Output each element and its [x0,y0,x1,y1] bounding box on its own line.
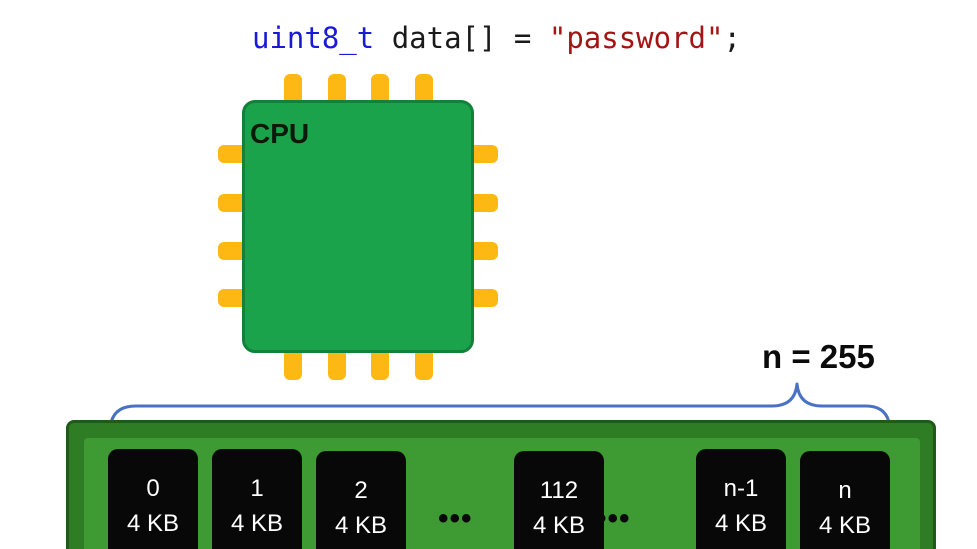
cpu-pin [415,74,433,108]
cpu-pin [371,346,389,380]
memory-chip-0: 0 4 KB [108,449,198,549]
chip-size: 4 KB [334,512,388,539]
cpu-pin [371,74,389,108]
memory-chip-1: 1 4 KB [212,449,302,549]
chip-gap-ellipsis: ••• [596,502,631,535]
chip-size: 4 KB [714,510,768,537]
code-terminator: ; [723,21,741,55]
memory-chip-2: 2 4 KB [316,451,406,549]
chip-size: 4 KB [126,510,180,537]
memory-chip-112: 112 4 KB [514,451,604,549]
chip-gap-ellipsis: ••• [438,502,473,535]
chip-index: n-1 [723,475,759,502]
memory-chip-n: n 4 KB [800,451,890,549]
chip-index: 1 [250,475,264,502]
chip-index: n [838,477,852,504]
cpu-body [242,100,474,353]
cpu-pin [284,74,302,108]
chip-size: 4 KB [532,512,586,539]
chip-size: 4 KB [818,512,872,539]
chip-index: 112 [539,477,579,504]
code-type-keyword: uint8_t [252,21,375,55]
chip-index: 2 [354,477,368,504]
cpu-pin [415,346,433,380]
memory-chip-n-minus-1: n-1 4 KB [696,449,786,549]
ram-module-inner [84,438,920,549]
code-identifier: data[] [391,21,497,55]
chip-index: 0 [146,475,160,502]
cpu-pin [284,346,302,380]
chip-size: 4 KB [230,510,284,537]
cpu-pin [328,346,346,380]
cpu-label: CPU [250,118,310,149]
code-string-literal: "password" [548,21,724,55]
cpu-pin [328,74,346,108]
code-operator: = [513,21,532,55]
code-declaration: uint8_t data[] = "password"; [252,18,741,58]
chip-count-label: n = 255 [762,338,875,375]
